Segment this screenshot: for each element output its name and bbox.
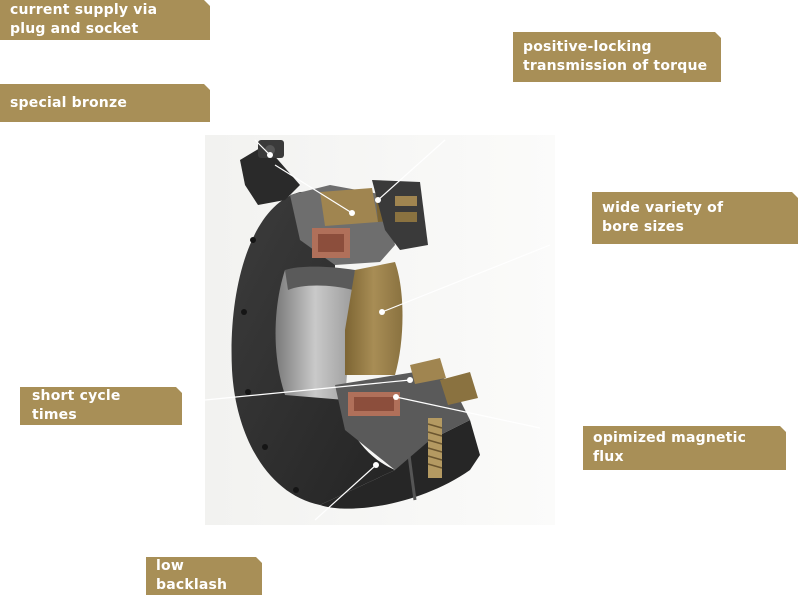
upper-tooth-1 (395, 196, 417, 206)
label-magnetic-flux: opimized magnetic flux (583, 426, 786, 470)
leader-line-special-bronze (274, 164, 353, 214)
leader-dots (267, 152, 413, 468)
leader-line-magnetic-flux (395, 396, 541, 429)
screw-hole (245, 389, 251, 395)
spring-coils (427, 423, 443, 469)
label-short-cycle-text: short cycle times (32, 388, 121, 423)
lower-bronze-block (410, 358, 446, 384)
label-bore-sizes: wide variety of bore sizes (592, 192, 798, 244)
label-special-bronze-text: special bronze (10, 94, 128, 111)
screw-hole (250, 237, 256, 243)
bore-shadow (285, 266, 355, 290)
leader-dot (407, 377, 413, 383)
leader-dot (349, 210, 355, 216)
label-special-bronze: special bronze (0, 84, 210, 122)
leader-dot (379, 309, 385, 315)
label-current-supply: current supply via plug and socket (0, 0, 210, 40)
leader-dot (267, 152, 273, 158)
label-current-supply-text: current supply via plug and socket (10, 2, 158, 37)
upper-coil-inner (318, 234, 344, 252)
screw-hole (241, 309, 247, 315)
leader-line-short-cycle (204, 379, 411, 401)
leader-dot (375, 197, 381, 203)
lower-coil-inner (354, 397, 394, 411)
upper-tooth-2 (395, 212, 417, 222)
upper-bronze-block (320, 188, 378, 226)
bore-cylinder (275, 270, 355, 400)
label-short-cycle: short cycle times (20, 387, 182, 425)
screw-hole (262, 444, 268, 450)
label-bore-sizes-text: wide variety of bore sizes (602, 200, 724, 235)
lower-bronze-teeth (440, 372, 478, 405)
label-low-backlash: low backlash (146, 557, 262, 595)
label-positive-locking: positive-locking transmission of torque (513, 32, 721, 82)
screw-hole (293, 487, 299, 493)
leader-lines (204, 139, 551, 521)
bronze-hub (345, 262, 403, 375)
leader-line-positive-locking (377, 139, 446, 201)
leader-dot (373, 462, 379, 468)
leader-line-low-backlash (314, 464, 377, 521)
leader-dot (393, 394, 399, 400)
plug-socket (240, 145, 300, 205)
label-magnetic-flux-text: opimized magnetic flux (593, 430, 747, 465)
leader-line-current-supply (254, 139, 271, 156)
label-low-backlash-text: low backlash (156, 558, 228, 593)
leader-line-bore-sizes (381, 244, 551, 313)
label-positive-locking-text: positive-locking transmission of torque (523, 39, 708, 74)
